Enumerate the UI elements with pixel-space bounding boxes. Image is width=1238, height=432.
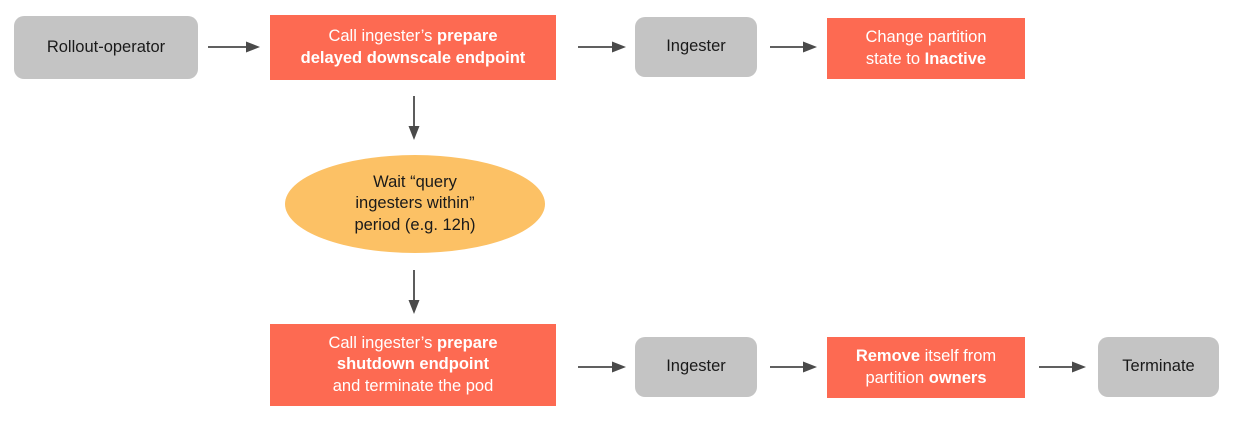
arrow-wait-period-to-call-prepare-shutdown	[407, 270, 421, 314]
node-rollout-operator[interactable]: Rollout-operator	[14, 16, 198, 79]
node-terminate[interactable]: Terminate	[1098, 337, 1219, 397]
node-label: Ingester	[666, 37, 726, 56]
arrow-rollout-operator-to-call-prepare-delayed-downscale	[208, 40, 260, 54]
arrow-call-prepare-delayed-downscale-to-wait-period	[407, 96, 421, 140]
arrow-remove-from-partition-owners-to-terminate	[1039, 360, 1086, 374]
arrow-call-prepare-delayed-downscale-to-ingester-top	[578, 40, 626, 54]
node-ingester-top[interactable]: Ingester	[635, 17, 757, 77]
arrow-ingester-top-to-change-partition-state	[770, 40, 817, 54]
node-label: Rollout-operator	[46, 37, 166, 56]
node-ingester-bottom[interactable]: Ingester	[635, 337, 757, 397]
node-label: Terminate	[1122, 357, 1195, 376]
node-label: Ingester	[666, 357, 726, 376]
arrow-ingester-bottom-to-remove-from-partition-owners	[770, 360, 817, 374]
arrow-call-prepare-shutdown-to-ingester-bottom	[578, 360, 626, 374]
